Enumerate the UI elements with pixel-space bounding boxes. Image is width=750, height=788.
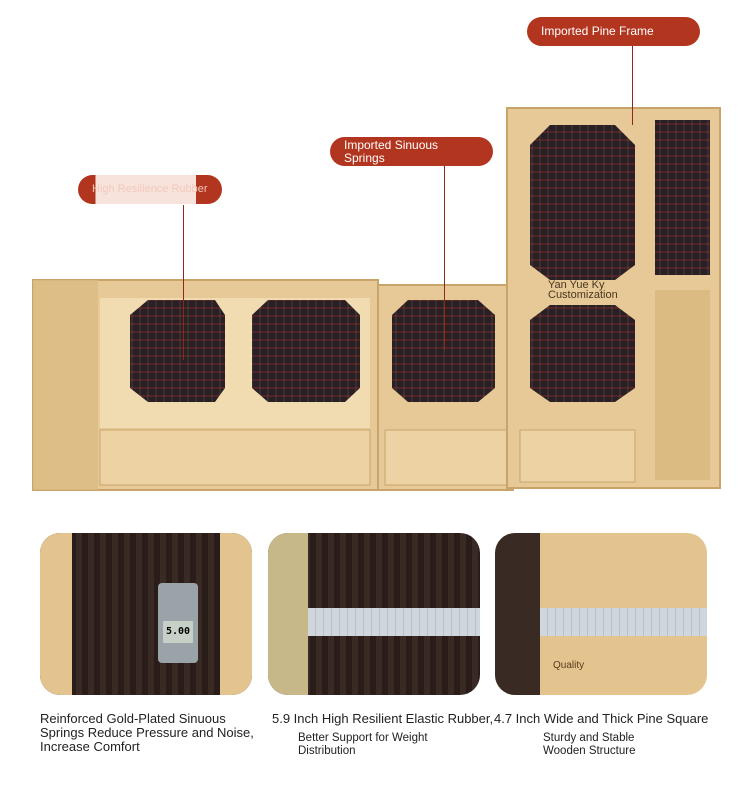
rubber-leader-line (183, 205, 184, 360)
sofa-frame-middle (377, 284, 514, 491)
caliper-reading: 5.00 (163, 621, 193, 643)
caption-pine-square: 4.7 Inch Wide and Thick Pine Square (494, 711, 709, 726)
sofa-frame-tall (506, 107, 721, 489)
sofa-frame-illustration (32, 107, 721, 491)
springs-leader-line (444, 165, 445, 350)
subcaption-pine-square: Sturdy and Stable Wooden Structure (543, 732, 636, 757)
sofa-frame-long (32, 279, 379, 491)
quality-overlay-text: Quality (553, 660, 585, 671)
photo-pine-square: Quality (495, 533, 707, 695)
callout-sinuous-springs: Imported Sinuous Springs (330, 137, 493, 166)
caption-sinuous-springs: Reinforced Gold-Plated Sinuous Springs R… (40, 711, 254, 754)
photo-elastic-rubber (268, 533, 480, 695)
caption-elastic-rubber: 5.9 Inch High Resilient Elastic Rubber, (272, 711, 494, 726)
subcaption-elastic-rubber: Better Support for Weight Distribution (298, 732, 428, 757)
photo-sinuous-springs: 5.00 (40, 533, 252, 695)
watermark-text: Yan Yue Ky Customization (548, 279, 618, 301)
pine-frame-leader-line (632, 45, 633, 125)
callout-pine-frame: Imported Pine Frame (527, 17, 700, 46)
callout-high-resilience-rubber: High Resilience Rubber (78, 175, 222, 204)
